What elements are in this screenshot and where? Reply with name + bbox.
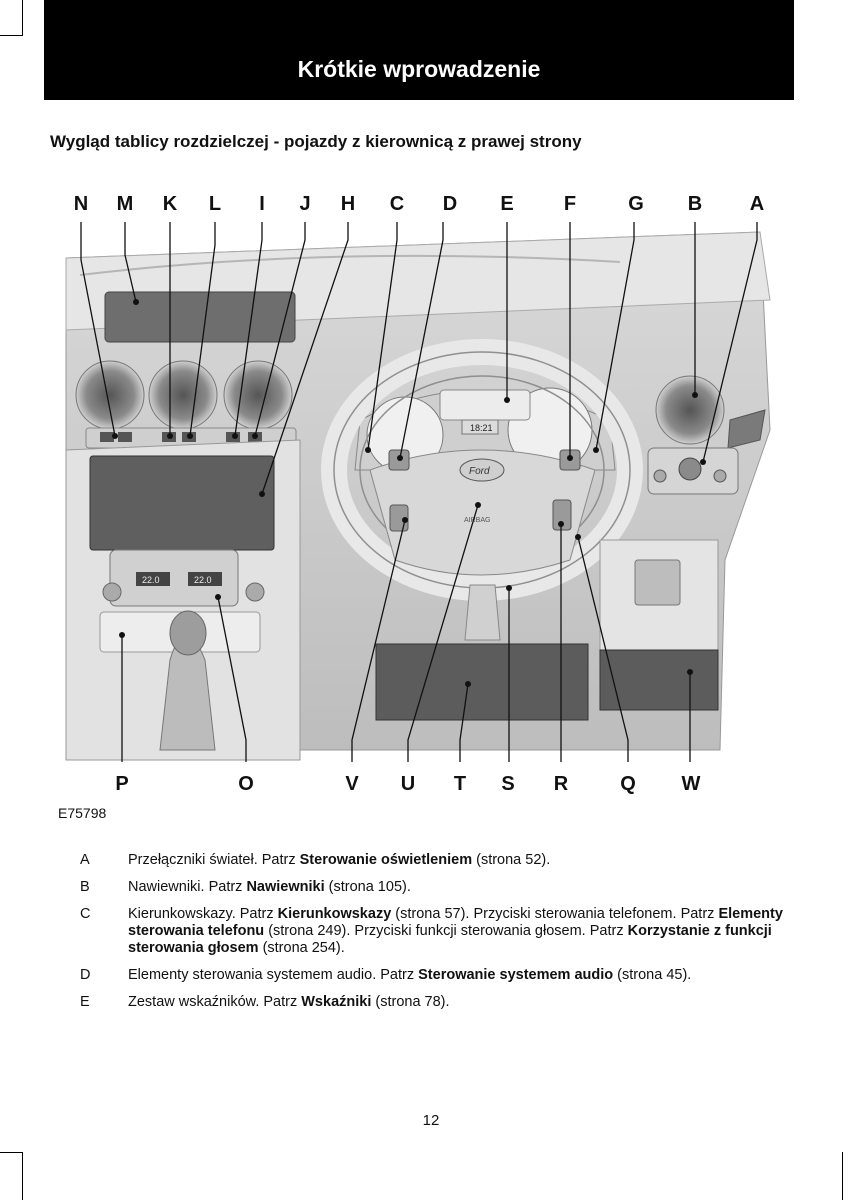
bottom-labels: P O V U T S R Q W [115, 773, 700, 795]
svg-text:Ford: Ford [469, 466, 490, 477]
legend-text: Elementy sterowania systemem audio. Patr… [128, 967, 692, 983]
crop-mark [22, 1152, 23, 1200]
label-I: I [259, 193, 265, 215]
label-V: V [345, 773, 359, 795]
crop-mark [0, 35, 22, 36]
legend-text: Kierunkowskazy. Patrz Kierunkowskazy (st… [128, 906, 783, 956]
label-A: A [750, 193, 764, 215]
legend-item: E Zestaw wskaźników. Patrz Wskaźniki (st… [80, 994, 800, 1011]
crop-mark [842, 1152, 843, 1200]
svg-text:22.0: 22.0 [142, 575, 160, 585]
legend-letter: C [80, 906, 91, 922]
legend-letter: B [80, 879, 90, 895]
leader-dots [112, 299, 706, 687]
center-screen [89, 455, 275, 551]
section-subtitle: Wygląd tablicy rozdzielczej - pojazdy z … [50, 132, 582, 151]
vent-icon [148, 360, 218, 430]
page-title: Krótkie wprowadzenie [297, 56, 541, 82]
figure-code: E75798 [58, 805, 107, 821]
label-M: M [117, 193, 134, 215]
label-F: F [564, 193, 576, 215]
label-U: U [401, 773, 415, 795]
lower-trim [375, 643, 589, 721]
crop-mark [0, 1152, 22, 1153]
legend-item: D Elementy sterowania systemem audio. Pa… [80, 967, 800, 984]
legend-item: C Kierunkowskazy. Patrz Kierunkowskazy (… [80, 906, 800, 957]
legend-text: Przełączniki świateł. Patrz Sterowanie o… [128, 852, 551, 868]
label-B: B [688, 193, 702, 215]
vent-icon [655, 375, 725, 445]
lower-panel [599, 649, 719, 711]
label-O: O [238, 773, 254, 795]
label-C: C [390, 193, 404, 215]
dashboard-figure: 22.0 22.0 18:21 Ford AIRBAG [65, 193, 771, 795]
legend-text: Zestaw wskaźników. Patrz Wskaźniki (stro… [128, 994, 450, 1010]
legend-item: A Przełączniki świateł. Patrz Sterowanie… [80, 852, 800, 869]
legend-letter: D [80, 967, 91, 983]
label-N: N [74, 193, 88, 215]
speedometer-icon [366, 396, 444, 474]
climate-panel [109, 549, 239, 607]
label-J: J [299, 193, 310, 215]
vent-icon [223, 360, 293, 430]
header-bar: Krótkie wprowadzenie [44, 0, 794, 100]
legend-item: B Nawiewniki. Patrz Nawiewniki (strona 1… [80, 879, 800, 896]
label-H: H [341, 193, 355, 215]
label-S: S [501, 773, 514, 795]
label-Q: Q [620, 773, 636, 795]
steering-wheel: Ford AIRBAG [321, 339, 643, 641]
page-number: 12 [422, 1112, 440, 1129]
label-R: R [554, 773, 569, 795]
label-G: G [628, 193, 644, 215]
tachometer-icon [507, 387, 593, 473]
label-W: W [682, 773, 701, 795]
legend-list: A Przełączniki świateł. Patrz Sterowanie… [80, 852, 800, 1021]
top-labels: N M K L I J H C D E F G B A [74, 193, 764, 215]
legend-letter: E [80, 994, 90, 1010]
leader-lines [80, 222, 758, 762]
label-L: L [209, 193, 221, 215]
upper-display [104, 291, 296, 343]
light-switch-panel [647, 447, 739, 495]
label-E: E [500, 193, 513, 215]
label-P: P [115, 773, 128, 795]
legend-letter: A [80, 852, 90, 868]
svg-text:18:21: 18:21 [470, 423, 493, 433]
crop-mark [22, 0, 23, 36]
svg-text:22.0: 22.0 [194, 575, 212, 585]
label-K: K [163, 193, 178, 215]
vent-icon [75, 360, 145, 430]
svg-text:AIRBAG: AIRBAG [464, 517, 490, 524]
label-T: T [454, 773, 466, 795]
label-D: D [443, 193, 457, 215]
dashboard-illustration: 22.0 22.0 18:21 Ford AIRBAG [65, 231, 771, 761]
legend-text: Nawiewniki. Patrz Nawiewniki (strona 105… [128, 879, 411, 895]
